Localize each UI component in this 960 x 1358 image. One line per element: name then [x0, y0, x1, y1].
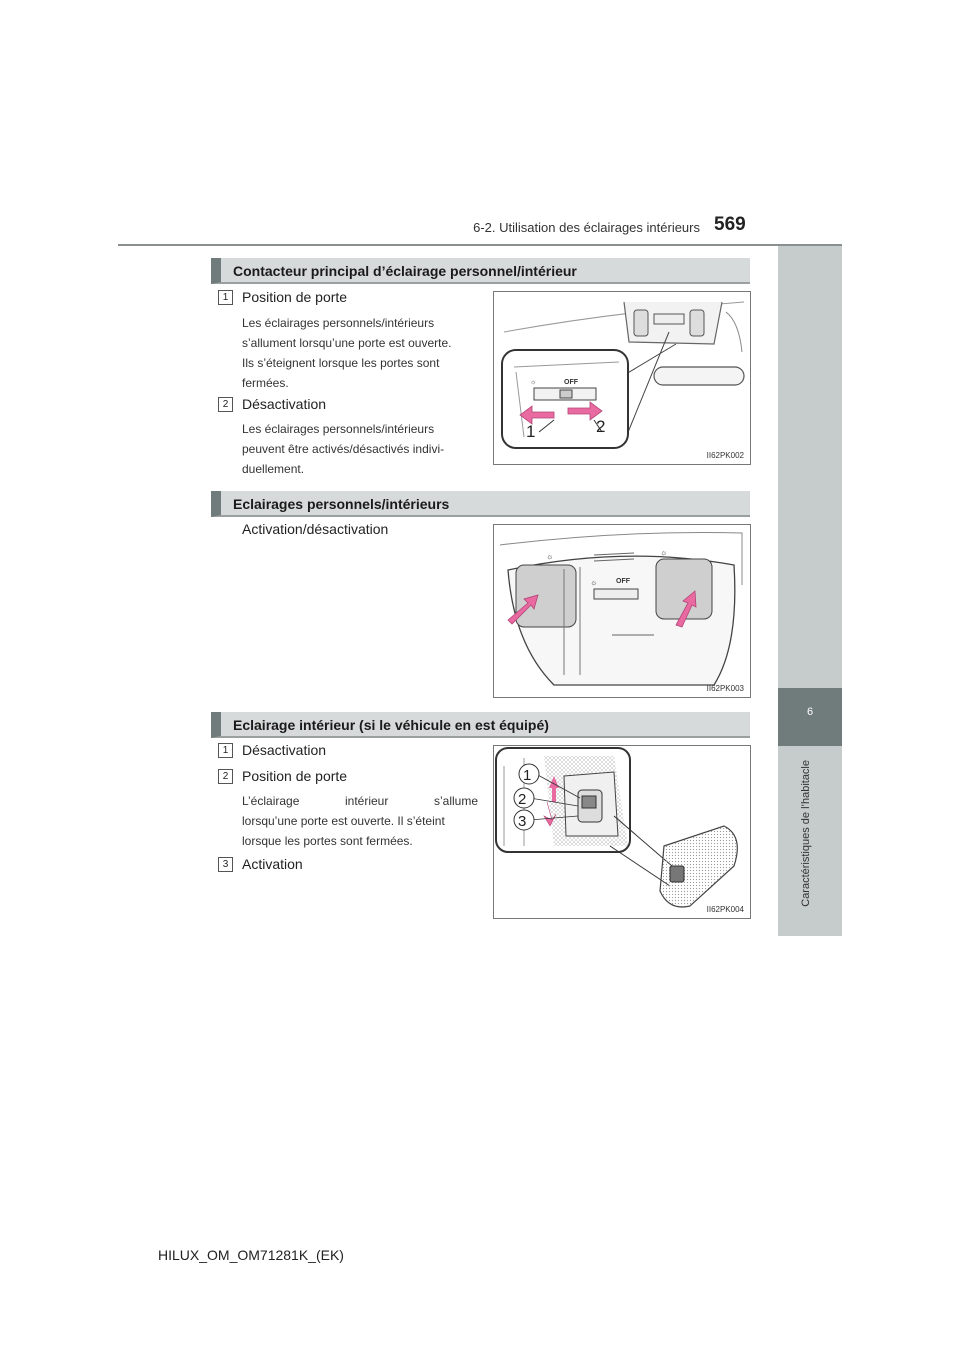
svg-text:☼: ☼: [660, 548, 667, 557]
desc-line: peuvent être activés/désactivés indivi-: [242, 442, 445, 456]
section-title: Eclairages personnels/intérieurs: [233, 496, 450, 512]
desc-line: lorsque les portes sont fermées.: [242, 834, 413, 848]
off-label: OFF: [616, 578, 631, 585]
figure-id: II62PK002: [706, 451, 744, 460]
chapter-number: 6: [806, 706, 814, 718]
item-description: Les éclairages personnels/intérieurs peu…: [242, 419, 478, 479]
svg-text:☼: ☼: [546, 552, 553, 561]
figure-main-switch: ☼ OFF 1 2 II62PK002: [493, 291, 751, 465]
desc-line: Les éclairages personnels/intérieurs: [242, 422, 435, 436]
desc-line: s’allument lorsqu’une porte est ouverte.: [242, 336, 452, 350]
item-number-badge: 3: [218, 857, 233, 872]
item-number-badge: 1: [218, 290, 233, 305]
side-tab-strip-lower: [778, 746, 842, 936]
desc-line: L’éclairage intérieur s’allume: [242, 794, 478, 808]
interior-light-illustration: 1 2 3: [495, 747, 738, 908]
item-label: Position de porte: [242, 289, 348, 305]
header-rule: [118, 244, 842, 246]
desc-line: duellement.: [242, 462, 305, 476]
item-label: Activation: [242, 856, 303, 872]
chapter-title-vertical: Caractéristiques de l’habitacle: [800, 760, 820, 930]
chapter-title: Caractéristiques de l’habitacle: [800, 760, 812, 907]
page-number: 569: [714, 214, 746, 235]
desc-line: Ils s’éteignent lorsque les portes sont: [242, 356, 440, 370]
item-label: Position de porte: [242, 768, 348, 784]
section-title: Eclairage intérieur (si le véhicule en e…: [233, 717, 549, 733]
section-title: Contacteur principal d’éclairage personn…: [233, 263, 577, 279]
desc-line: Les éclairages personnels/intérieurs: [242, 316, 435, 330]
main-switch-illustration: ☼ OFF 1 2: [501, 301, 745, 449]
desc-line: fermées.: [242, 376, 289, 390]
item-number-badge: 2: [218, 397, 233, 412]
document-code-footer: HILUX_OM_OM71281K_(EK): [158, 1247, 344, 1263]
item-label: Désactivation: [242, 396, 327, 412]
item-description: Les éclairages personnels/intérieurs s’a…: [242, 313, 478, 393]
personal-lights-illustration: ☼ ☼ ☼ OFF: [499, 532, 743, 686]
callout-2: 2: [518, 791, 526, 808]
figure-id: II62PK003: [706, 684, 744, 693]
running-header-title: 6-2. Utilisation des éclairages intérieu…: [473, 220, 700, 235]
item-number-badge: 2: [218, 769, 233, 784]
item-label: Désactivation: [242, 742, 327, 758]
figure-id: II62PK004: [706, 905, 744, 914]
chapter-tab: [778, 688, 842, 746]
callout-1: 1: [526, 422, 535, 441]
svg-text:☼: ☼: [590, 578, 597, 587]
activation-text: Activation/désactivation: [242, 521, 389, 537]
side-tab-strip: [778, 246, 842, 688]
section-heading-main-switch: Contacteur principal d’éclairage personn…: [211, 258, 750, 284]
svg-text:☼: ☼: [530, 379, 536, 386]
callout-2: 2: [596, 417, 605, 436]
item-number-badge: 1: [218, 743, 233, 758]
off-label: OFF: [564, 379, 579, 386]
item-description: L’éclairage intérieur s’allume lorsqu’un…: [242, 791, 478, 851]
figure-personal-lights: ☼ ☼ ☼ OFF II62PK003: [493, 524, 751, 698]
desc-line: lorsqu’une porte est ouverte. Il s’étein…: [242, 814, 445, 828]
callout-3: 3: [518, 813, 526, 830]
callout-1: 1: [523, 767, 531, 784]
section-heading-interior-light: Eclairage intérieur (si le véhicule en e…: [211, 712, 750, 738]
figure-interior-light: 1 2 3 II62PK004: [493, 745, 751, 919]
section-heading-personal-lights: Eclairages personnels/intérieurs: [211, 491, 750, 517]
